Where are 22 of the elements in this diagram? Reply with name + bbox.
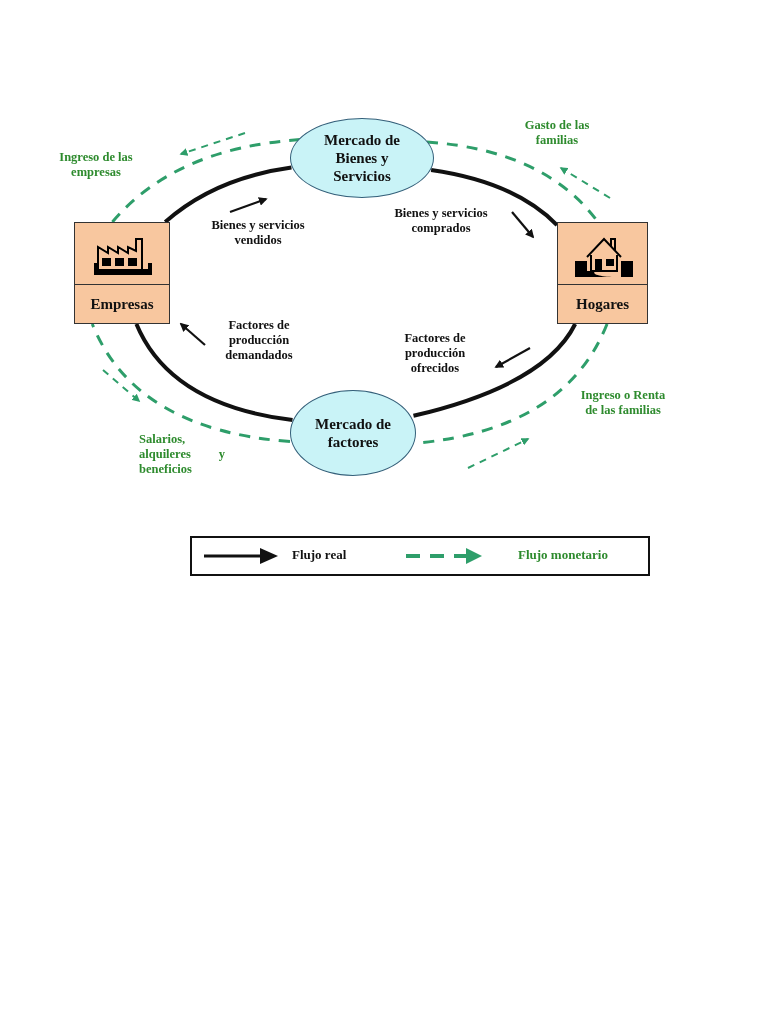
legend-label: Flujo real xyxy=(292,547,347,563)
real-flow-line xyxy=(430,168,559,227)
entity-box xyxy=(74,222,170,324)
entity-box xyxy=(557,222,648,324)
box-title: Empresas xyxy=(90,295,154,313)
money-flow-line xyxy=(90,323,291,444)
flow-label: Ingreso o Renta de las familias xyxy=(579,388,667,418)
flow-label: Bienes y servicios vendidos xyxy=(210,218,306,248)
legend-label: Flujo monetario xyxy=(518,547,608,563)
flow-label: Bienes y servicios comprados xyxy=(393,206,489,236)
flow-label: Factores de producción ofrecidos xyxy=(403,331,467,376)
market-title: Mercado de factores xyxy=(314,415,392,451)
market-title: Mercado de Bienes y Servicios xyxy=(323,131,401,185)
real-flow-line xyxy=(413,323,577,418)
money-flow-line xyxy=(111,138,301,223)
flow-label: Ingreso de las empresas xyxy=(58,150,134,180)
real-flow-line xyxy=(134,323,293,423)
flow-label: Salarios, alquileres y beneficios xyxy=(139,432,225,477)
real-flow-line xyxy=(163,165,292,224)
flow-label: Gasto de las familias xyxy=(523,118,591,148)
flow-label: Factores de producción demandados xyxy=(224,318,294,363)
box-title: Hogares xyxy=(575,295,630,313)
